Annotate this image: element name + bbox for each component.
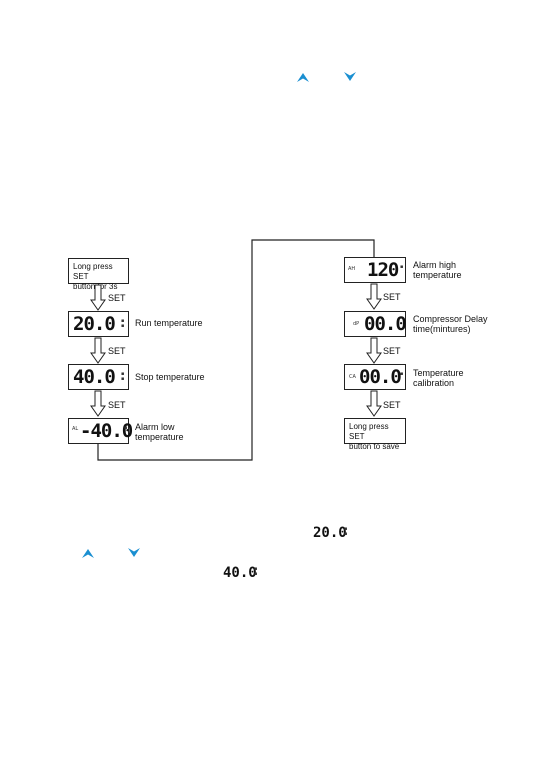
status-indicator-icon: ▪	[400, 372, 403, 377]
run-temperature-value: 20.0	[73, 315, 115, 334]
alarm-low-display: AL -40.0 ▪	[68, 418, 129, 444]
calibration-value: 00.0	[359, 368, 401, 387]
stop-temperature-display: 40.0 ▪▪	[68, 364, 129, 390]
down-flow-arrow-icon	[366, 338, 382, 364]
inline-display-40: 40.0	[223, 566, 257, 580]
up-arrow-icon	[81, 547, 95, 559]
down-arrow-icon	[127, 547, 141, 559]
down-flow-arrow-icon	[90, 391, 106, 417]
end-box-line-1: Long press SET	[349, 422, 401, 442]
down-flow-arrow-icon	[366, 284, 382, 310]
down-flow-arrow-icon	[90, 338, 106, 364]
down-flow-arrow-icon	[366, 391, 382, 417]
compressor-delay-prefix: dP	[353, 322, 359, 327]
alarm-high-label: Alarm high temperature	[413, 260, 462, 280]
alarm-high-display: AH 120 ▪	[344, 257, 406, 283]
set-label-4: SET	[383, 292, 401, 302]
alarm-low-label-line-1: Alarm low	[135, 422, 184, 432]
calibration-prefix: CA	[349, 375, 356, 380]
compressor-delay-label-line-2: time(mintures)	[413, 324, 488, 334]
start-box: Long press SET button for 3s	[68, 258, 129, 284]
run-temperature-display: 20.0 ▪▪	[68, 311, 129, 337]
alarm-low-prefix: AL	[72, 427, 78, 432]
set-label-6: SET	[383, 400, 401, 410]
calibration-label-line-1: Temperature	[413, 368, 464, 378]
status-indicator-icon: ▪	[124, 426, 127, 431]
calibration-display: CA 00.0 ▪	[344, 364, 406, 390]
inline-indicator-icon: ▪▪	[344, 527, 347, 537]
compressor-delay-label: Compressor Delay time(mintures)	[413, 314, 488, 334]
set-label-1: SET	[108, 293, 126, 303]
end-box: Long press SET button to save	[344, 418, 406, 444]
inline-indicator-icon: ▪▪	[254, 567, 257, 577]
start-box-line-1: Long press SET	[73, 262, 124, 282]
alarm-high-label-line-2: temperature	[413, 270, 462, 280]
set-label-2: SET	[108, 346, 126, 356]
status-indicator-icon: ▪▪	[121, 372, 124, 382]
set-label-5: SET	[383, 346, 401, 356]
alarm-high-label-line-1: Alarm high	[413, 260, 462, 270]
alarm-high-value: 120	[367, 261, 398, 280]
end-box-line-2: button to save	[349, 442, 401, 452]
compressor-delay-display: dP 00.0	[344, 311, 406, 337]
status-indicator-icon: ▪▪	[121, 319, 124, 329]
stop-temperature-label: Stop temperature	[135, 372, 205, 382]
calibration-label-line-2: calibration	[413, 378, 464, 388]
inline-display-20: 20.0	[313, 526, 347, 540]
compressor-delay-value: 00.0	[364, 315, 406, 334]
down-flow-arrow-icon	[90, 285, 106, 311]
alarm-low-label-line-2: temperature	[135, 432, 184, 442]
alarm-high-prefix: AH	[348, 267, 355, 272]
calibration-label: Temperature calibration	[413, 368, 464, 388]
stop-temperature-value: 40.0	[73, 368, 115, 387]
run-temperature-label: Run temperature	[135, 318, 203, 328]
alarm-low-label: Alarm low temperature	[135, 422, 184, 442]
status-indicator-icon: ▪	[400, 265, 403, 270]
set-label-3: SET	[108, 400, 126, 410]
compressor-delay-label-line-1: Compressor Delay	[413, 314, 488, 324]
